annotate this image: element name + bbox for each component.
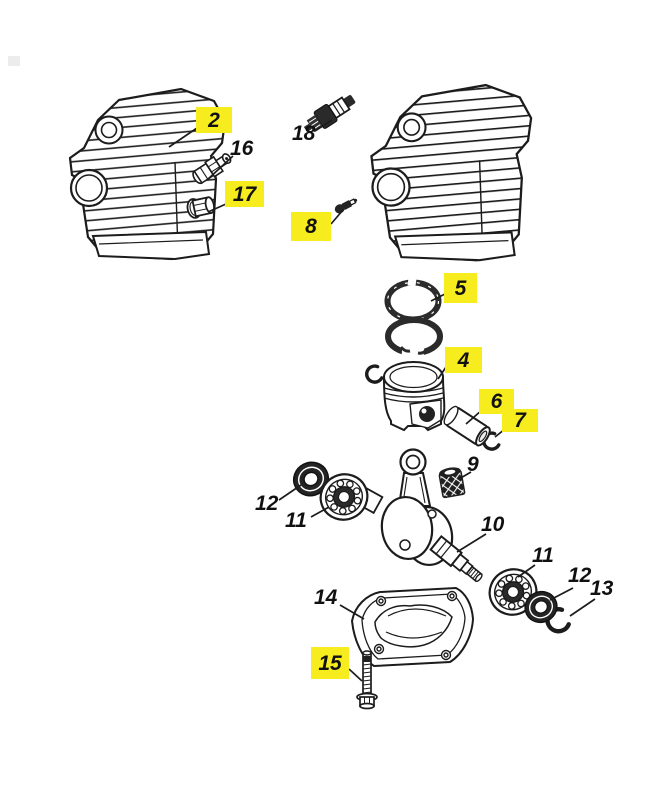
needle-bearing-illustration — [438, 467, 466, 499]
callout-11-left: 11 — [285, 509, 307, 532]
callout-10: 10 — [481, 513, 505, 536]
scan-smudge — [8, 56, 20, 66]
callout-11-right: 11 — [532, 544, 554, 567]
callout-14: 14 — [314, 586, 338, 609]
callout-15: 15 — [311, 647, 349, 679]
callout-18: 18 — [292, 122, 316, 145]
cylinder-right-illustration — [370, 83, 533, 262]
callout-13: 13 — [590, 577, 614, 600]
callout-5: 5 — [444, 273, 477, 303]
callout-9: 9 — [467, 453, 479, 476]
callout-16: 16 — [230, 137, 254, 160]
valve-illustration — [334, 198, 358, 214]
piston-rings-illustration — [384, 278, 443, 359]
decompression-valve-illustration — [192, 153, 232, 185]
callout-12-left: 12 — [255, 492, 279, 515]
callout-4: 4 — [445, 347, 482, 373]
cylinder-plug-illustration — [186, 196, 215, 219]
callout-7: 7 — [502, 409, 538, 432]
callout-12-right: 12 — [568, 564, 592, 587]
callout-2: 2 — [196, 107, 232, 133]
circlip-left-illustration — [365, 364, 384, 384]
pan-screw-illustration — [356, 650, 378, 710]
leader-lines — [168, 119, 596, 682]
callout-17: 17 — [225, 181, 264, 207]
callout-8: 8 — [291, 212, 331, 241]
piston-illustration — [383, 361, 446, 432]
